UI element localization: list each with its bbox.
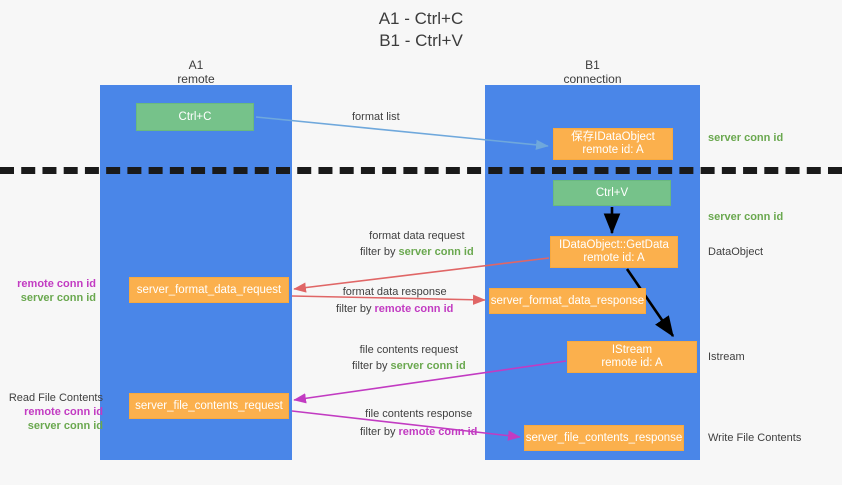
label-right-server-conn-id-top: server conn id <box>708 132 784 144</box>
label-left-conn-ids-top: remote conn id server conn id <box>8 277 96 305</box>
box-ctrl-c-label: Ctrl+C <box>178 110 212 123</box>
label-format-data-request: format data request filter by server con… <box>360 229 474 259</box>
label-format-list-text: format list <box>352 111 400 123</box>
lane-a1-sub: remote <box>177 72 215 86</box>
label-format-data-response: format data response filter by remote co… <box>336 285 453 316</box>
label-format-data-request-text: format data request <box>369 230 465 242</box>
box-getdata-title: IDataObject::GetData <box>559 239 669 251</box>
label-right-server-conn-id-mid: server conn id <box>708 211 784 223</box>
box-ctrl-v[interactable]: Ctrl+V <box>553 180 671 206</box>
box-getdata-remote-id: remote id: A <box>583 252 645 264</box>
label-file-contents-response-filter: filter by remote conn id <box>360 425 477 439</box>
filter-value-server-conn-id: server conn id <box>390 360 466 372</box>
label-format-list: format list <box>352 110 400 124</box>
label-file-contents-request-text: file contents request <box>359 344 459 356</box>
lane-a1-name: A1 <box>188 58 204 72</box>
label-file-contents-request: file contents request filter by server c… <box>352 343 466 373</box>
box-server-format-data-response-label: server_format_data_response <box>490 294 645 307</box>
box-ctrl-v-label: Ctrl+V <box>595 186 629 199</box>
label-left-read-file-contents-group: Read File Contents remote conn id server… <box>8 391 103 433</box>
box-server-format-data-response[interactable]: server_format_data_response <box>489 288 646 314</box>
filter-prefix: filter by <box>360 246 399 258</box>
label-file-contents-response-text: file contents response <box>365 408 473 420</box>
label-right-dataobject: DataObject <box>708 246 764 258</box>
box-store-idataobject-title: 保存IDataObject <box>571 131 655 143</box>
label-left-remote-conn-id: remote conn id <box>24 406 103 418</box>
filter-prefix: filter by <box>336 303 375 315</box>
label-format-data-request-filter: filter by server conn id <box>360 245 474 259</box>
filter-prefix: filter by <box>360 426 399 438</box>
lane-header-a1: A1 remote <box>100 58 292 86</box>
label-file-contents-request-filter: filter by server conn id <box>352 359 466 373</box>
filter-value-server-conn-id: server conn id <box>398 246 474 258</box>
lane-header-b1: B1 connection <box>485 58 700 86</box>
filter-value-remote-conn-id: remote conn id <box>398 426 478 438</box>
box-istream-title: IStream <box>611 344 653 356</box>
box-server-file-contents-response-label: server_file_contents_response <box>525 431 683 444</box>
box-server-format-data-request-label: server_format_data_request <box>136 283 282 296</box>
label-file-contents-response: file contents response filter by remote … <box>360 407 477 439</box>
label-format-data-response-filter: filter by remote conn id <box>336 302 453 316</box>
filter-prefix: filter by <box>352 360 391 372</box>
phase-divider <box>0 167 842 174</box>
label-right-istream: Istream <box>708 351 745 363</box>
lane-b1-name: B1 <box>585 58 600 72</box>
box-idataobject-getdata[interactable]: IDataObject::GetData remote id: A <box>550 236 678 268</box>
title-line-2: B1 - Ctrl+V <box>379 31 463 50</box>
box-store-idataobject-remote-id: remote id: A <box>582 144 644 156</box>
box-store-idataobject[interactable]: 保存IDataObject remote id: A <box>553 128 673 160</box>
lane-b1-sub: connection <box>563 72 622 86</box>
box-ctrl-c[interactable]: Ctrl+C <box>136 103 254 131</box>
box-server-file-contents-response[interactable]: server_file_contents_response <box>524 425 684 451</box>
filter-value-remote-conn-id: remote conn id <box>374 303 454 315</box>
label-format-data-response-text: format data response <box>342 286 447 298</box>
label-left-remote-conn-id: remote conn id <box>17 278 96 290</box>
box-server-file-contents-request-label: server_file_contents_request <box>135 399 283 412</box>
label-left-server-conn-id: server conn id <box>20 292 96 304</box>
box-istream-remote-id: remote id: A <box>601 357 663 369</box>
box-server-format-data-request[interactable]: server_format_data_request <box>129 277 289 303</box>
label-left-read-file-contents: Read File Contents <box>8 392 103 404</box>
box-istream[interactable]: IStream remote id: A <box>567 341 697 373</box>
label-right-write-file-contents: Write File Contents <box>708 432 802 444</box>
box-server-file-contents-request[interactable]: server_file_contents_request <box>129 393 289 419</box>
label-left-server-conn-id: server conn id <box>27 420 103 432</box>
page-title: A1 - Ctrl+C B1 - Ctrl+V <box>0 8 842 52</box>
title-line-1: A1 - Ctrl+C <box>378 9 464 28</box>
